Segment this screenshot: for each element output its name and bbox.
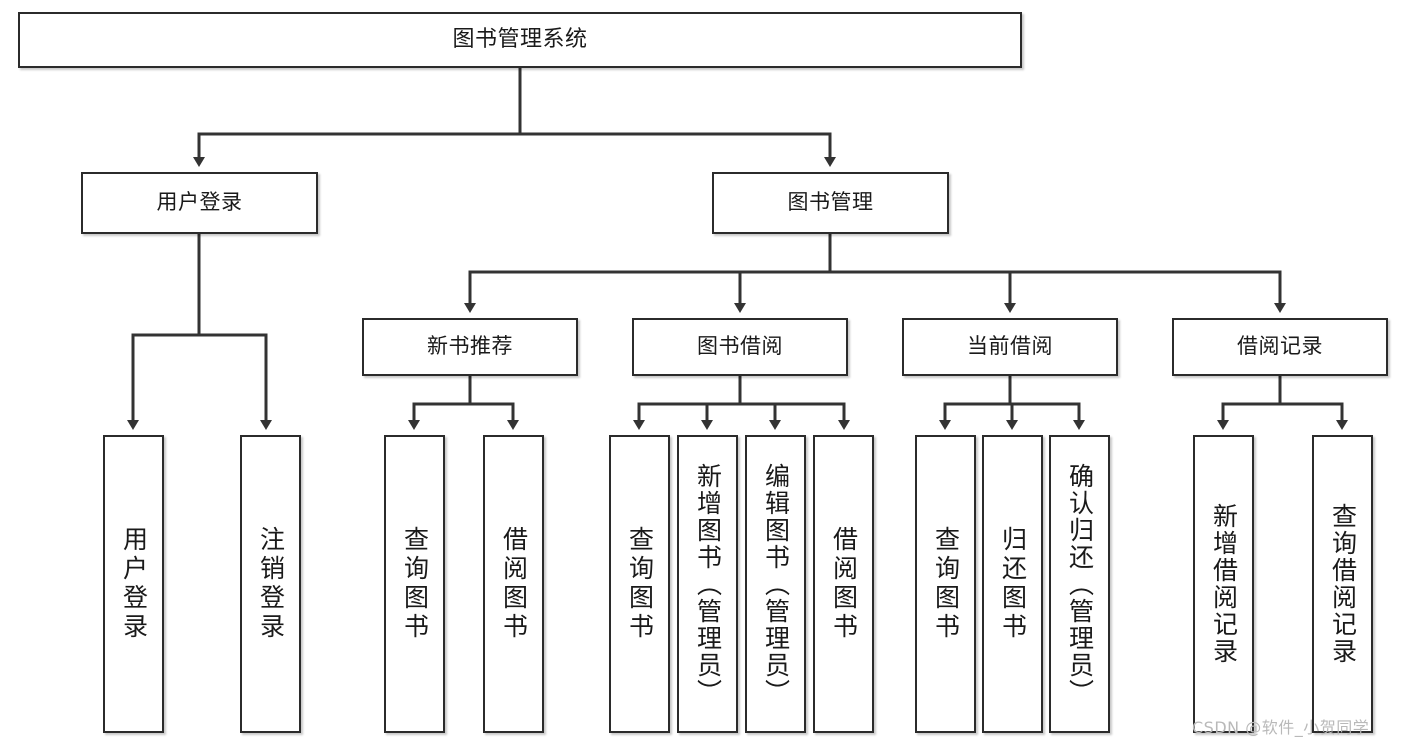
node-current-borrow[interactable]: 当前借阅 bbox=[902, 318, 1118, 376]
node-label: 图书借阅 bbox=[697, 334, 783, 359]
node-label: 查询图书 bbox=[931, 526, 961, 642]
node-label: 查询图书 bbox=[625, 526, 655, 642]
node-label: 查询图书 bbox=[400, 526, 430, 642]
node-label: 借阅图书 bbox=[499, 526, 529, 642]
node-label: 编辑图书（管理员） bbox=[761, 462, 791, 706]
node-label: 借阅记录 bbox=[1237, 334, 1323, 359]
leaf-query-book-nb[interactable]: 查询图书 bbox=[384, 435, 445, 733]
node-label: 查询借阅记录 bbox=[1328, 503, 1358, 665]
leaf-query-book-cb[interactable]: 查询图书 bbox=[915, 435, 976, 733]
node-root-system[interactable]: 图书管理系统 bbox=[18, 12, 1022, 68]
leaf-return-book[interactable]: 归还图书 bbox=[982, 435, 1043, 733]
leaf-user-login[interactable]: 用户登录 bbox=[103, 435, 164, 733]
node-new-book-recommend[interactable]: 新书推荐 bbox=[362, 318, 578, 376]
node-label: 图书管理系统 bbox=[452, 26, 588, 52]
leaf-confirm-return-admin[interactable]: 确认归还（管理员） bbox=[1049, 435, 1110, 733]
leaf-borrow-book-bb[interactable]: 借阅图书 bbox=[813, 435, 874, 733]
node-label: 新书推荐 bbox=[427, 334, 513, 359]
node-label: 借阅图书 bbox=[829, 526, 859, 642]
node-book-management[interactable]: 图书管理 bbox=[712, 172, 949, 234]
node-borrow-record[interactable]: 借阅记录 bbox=[1172, 318, 1388, 376]
leaf-edit-book-admin[interactable]: 编辑图书（管理员） bbox=[745, 435, 806, 733]
leaf-borrow-book-nb[interactable]: 借阅图书 bbox=[483, 435, 544, 733]
watermark-text: CSDN @软件_小贺同学 bbox=[1192, 718, 1370, 737]
leaf-query-book-bb[interactable]: 查询图书 bbox=[609, 435, 670, 733]
node-label: 当前借阅 bbox=[967, 334, 1053, 359]
leaf-add-borrow-record[interactable]: 新增借阅记录 bbox=[1193, 435, 1254, 733]
node-label: 注销登录 bbox=[256, 526, 286, 642]
node-label: 新增图书（管理员） bbox=[693, 462, 723, 706]
node-label: 新增借阅记录 bbox=[1209, 503, 1239, 665]
leaf-add-book-admin[interactable]: 新增图书（管理员） bbox=[677, 435, 738, 733]
node-label: 归还图书 bbox=[998, 526, 1028, 642]
node-label: 确认归还（管理员） bbox=[1065, 462, 1095, 706]
node-book-borrow[interactable]: 图书借阅 bbox=[632, 318, 848, 376]
node-label: 用户登录 bbox=[156, 190, 243, 215]
node-user-login[interactable]: 用户登录 bbox=[81, 172, 318, 234]
leaf-query-borrow-record[interactable]: 查询借阅记录 bbox=[1312, 435, 1373, 733]
node-label: 图书管理 bbox=[787, 190, 874, 215]
leaf-logout[interactable]: 注销登录 bbox=[240, 435, 301, 733]
node-label: 用户登录 bbox=[119, 526, 149, 642]
